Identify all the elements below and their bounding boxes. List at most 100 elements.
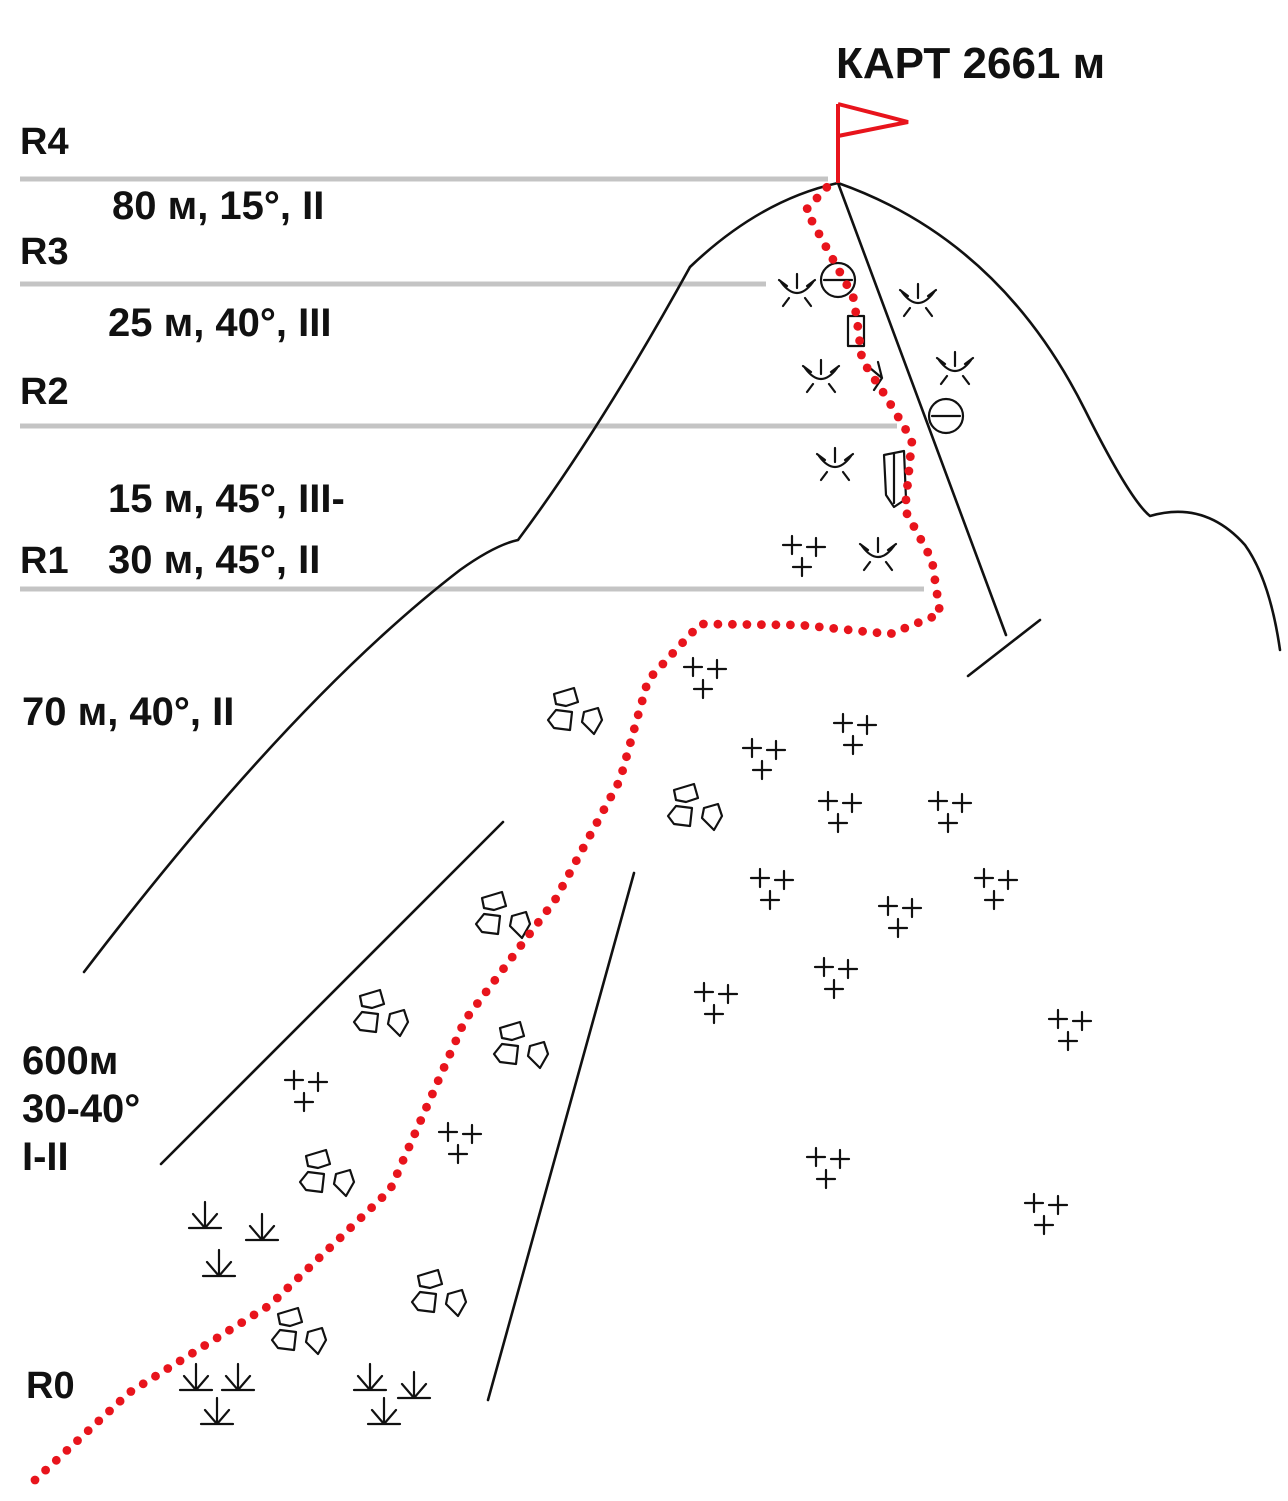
route-dot [392,1169,402,1178]
route-dot [346,1223,355,1233]
route-dot [887,629,896,638]
route-dot [893,412,903,422]
route-dot [851,307,861,317]
route-dot [410,1129,420,1139]
route-dot [212,1333,222,1343]
route-dot [878,387,888,397]
route-dot [62,1446,72,1455]
route-dot [829,624,839,633]
crack-icon [882,449,908,509]
ice-icon [935,350,975,386]
route-dot [842,280,852,290]
approach-angle: 30-40° [22,1087,140,1131]
route-dot [83,1426,93,1436]
route-dot [507,952,517,962]
route-dot [428,1089,437,1099]
route-dot [843,625,853,635]
route-dot [314,1253,324,1263]
route-dot [855,336,864,346]
grass-icon [352,1362,388,1392]
ice-icon [801,358,841,394]
route-dot [398,1155,408,1165]
scree-crosses-icon [927,790,973,834]
route-dot [163,1364,173,1373]
boulders-icon [492,1020,550,1070]
route-dot [913,618,923,628]
route-dot [272,1293,282,1303]
route-dot [422,1102,431,1112]
route-dot [934,604,944,613]
grass-icon [178,1362,214,1392]
boulders-icon [410,1268,468,1318]
route-dot [30,1475,40,1485]
route-dot [904,466,914,476]
terrain-symbols [178,261,1093,1426]
route-dot [293,1273,303,1283]
route-dot [464,1010,474,1020]
mountain-contour [82,181,1282,1402]
scree-crosses-icon [437,1121,483,1165]
summit-flag-icon [836,102,909,183]
route-dot [858,626,867,636]
approach-grade: I-II [22,1135,69,1179]
route-dot [457,1023,466,1032]
route-dot [902,509,912,519]
rock-hook-icon [927,397,965,435]
route-dot [94,1416,104,1426]
route-dot [115,1396,125,1406]
route-dot [175,1356,185,1366]
route-dot [445,1049,455,1059]
route-dot [558,881,567,891]
rock-hook-icon [819,261,857,299]
route-dot [828,254,838,264]
route-dot [699,619,708,629]
boulders-icon [666,782,724,832]
route-dot [73,1436,82,1445]
grass-icon [201,1248,237,1278]
route-dot [903,481,912,490]
route-dot [821,242,831,252]
route-dot [618,766,627,776]
route-dot [606,792,616,802]
route-dot [907,437,917,447]
route-dot [633,710,643,720]
route-dot [551,894,560,904]
route-dot [237,1318,247,1327]
scree-crosses-icon [1023,1192,1069,1236]
route-dot [490,975,500,985]
route-dot [901,425,910,434]
right-shoulder-line [966,618,1042,678]
route-dot [622,752,631,762]
route-dot [900,623,910,633]
grass-icon [199,1396,235,1426]
route-dot [923,547,933,557]
route-dot [822,182,832,192]
route-dot [138,1379,148,1389]
route-dot [927,612,937,622]
route-dot [814,229,824,239]
route-dot [648,670,658,679]
belay-label-r3: R3 [20,231,69,273]
route-dot [499,964,508,974]
route-dot [367,1203,376,1213]
scree-crosses-icon [973,867,1019,911]
scree-crosses-icon [283,1069,329,1113]
route-dot [905,452,915,461]
route-dot [886,400,896,409]
route-dot [678,638,687,648]
route-dot [41,1465,50,1475]
route-dot [812,193,822,203]
route-dot [105,1406,114,1416]
route-dot [848,293,858,302]
route-dot [439,1063,449,1072]
ice-icon [898,282,938,318]
route-dot [916,534,926,544]
route-dot [641,682,651,692]
boulders-icon [474,890,532,940]
route-dot [416,1116,426,1125]
scree-crosses-icon [877,895,923,939]
summit-title: КАРТ 2661 м [836,39,1105,88]
route-dot [516,941,526,950]
belay-label-r2: R2 [20,371,69,413]
